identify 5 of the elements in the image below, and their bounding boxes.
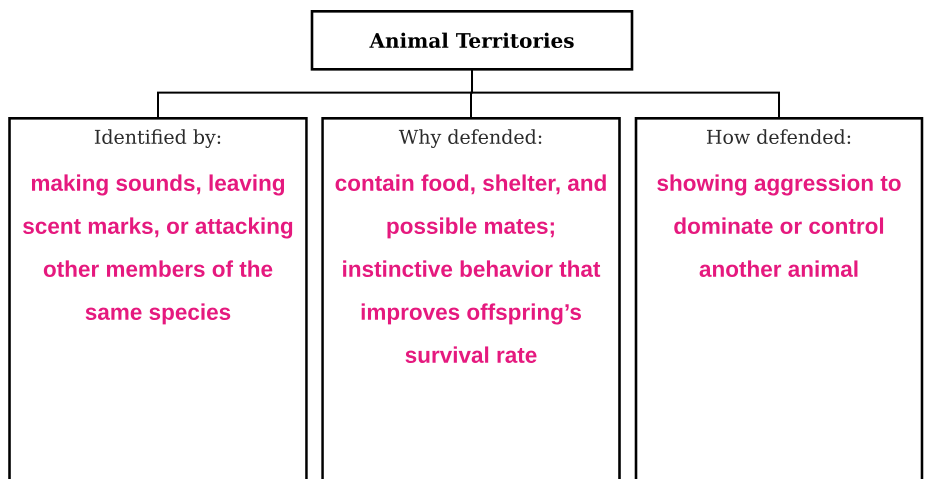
category-box: Identified by: making sounds, leaving scent marks, or attacking other members of the same species — [8, 117, 308, 479]
title-box: Animal Territories — [310, 10, 634, 71]
category-box: Why defended: contain food, shelter, and possible mates; instinctive behavior that improves offspring’s survival rate — [321, 117, 621, 479]
category-box: How defended: showing aggression to dominate or control another animal — [634, 117, 924, 479]
connector-line — [471, 70, 780, 117]
